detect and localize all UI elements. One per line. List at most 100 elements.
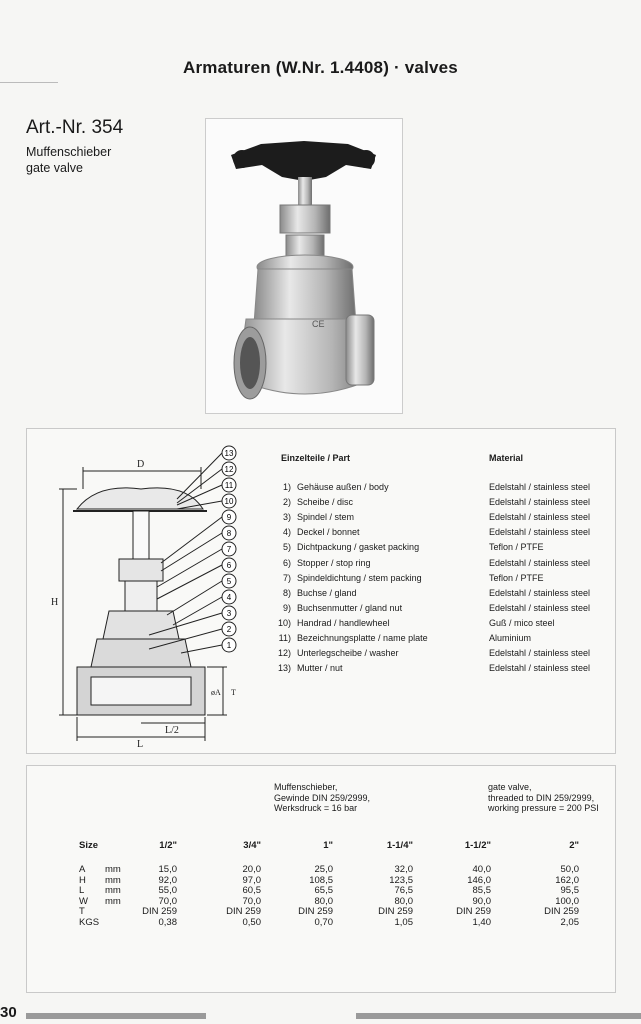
part-material: Edelstahl / stainless steel	[489, 587, 591, 598]
spec-note-de: Muffenschieber,Gewinde DIN 259/2999,Werk…	[274, 782, 371, 813]
size-header: 2"	[569, 840, 579, 851]
spec-value: 70,0	[158, 895, 178, 907]
spec-value: DIN 259	[456, 906, 491, 918]
spec-row-label: KGS	[79, 917, 100, 928]
page-number: 30	[0, 1004, 17, 1021]
spec-value: 0,50	[242, 917, 262, 928]
callout-number: 2	[227, 625, 232, 634]
product-name-en: gate valve	[26, 161, 83, 175]
callout-circle	[221, 461, 237, 477]
spec-value: 40,0	[472, 864, 492, 875]
product-name-de: Muffenschieber	[26, 145, 112, 159]
size-header: 1-1/4"	[386, 840, 413, 851]
footer-bar-left	[26, 1013, 206, 1019]
part-number: 7)	[282, 572, 291, 583]
part-name: Stopper / stop ring	[297, 557, 371, 568]
parts-header-material: Material	[489, 453, 524, 463]
callout-number: 8	[227, 529, 232, 538]
spec-row-label: T	[79, 906, 85, 918]
callout-circle	[221, 493, 237, 509]
spec-value: 55,0	[158, 885, 178, 897]
part-material: Teflon / PTFE	[489, 542, 544, 553]
part-number: 5)	[282, 542, 291, 553]
spec-value: DIN 259	[142, 906, 177, 918]
dim-d-label: D	[137, 459, 144, 470]
spec-value: 85,5	[472, 885, 492, 897]
callout-circle	[221, 525, 237, 541]
part-material: Edelstahl / stainless steel	[489, 663, 591, 674]
spec-row-label: L	[79, 885, 85, 897]
product-photo: CE	[205, 118, 403, 414]
callout-circle	[221, 621, 237, 637]
callout-number: 10	[225, 497, 234, 506]
spec-value: 108,5	[309, 874, 333, 886]
part-number: 1)	[282, 482, 291, 492]
spec-value: 80,0	[394, 895, 414, 907]
part-material: Edelstahl / stainless steel	[489, 527, 591, 538]
part-name: Scheibe / disc	[297, 497, 354, 508]
part-material: Edelstahl / stainless steel	[489, 602, 591, 613]
part-material: Edelstahl / stainless steel	[489, 512, 591, 523]
spec-value: 1,05	[394, 917, 414, 928]
part-material: Edelstahl / stainless steel	[489, 557, 591, 568]
part-name: Buchse / gland	[297, 587, 357, 598]
part-name: Gehäuse außen / body	[297, 482, 389, 492]
part-material: Edelstahl / stainless steel	[489, 482, 591, 492]
part-material: Edelstahl / stainless steel	[489, 648, 591, 659]
callout-circle	[221, 541, 237, 557]
spec-value: 97,0	[242, 874, 262, 886]
dim-l-label: L	[137, 739, 143, 749]
spec-value: 95,5	[560, 885, 580, 897]
part-number: 2)	[282, 497, 291, 508]
spec-value: 65,5	[314, 885, 334, 897]
part-number: 6)	[282, 557, 291, 568]
dim-h-label: H	[51, 597, 58, 608]
callout-circle	[221, 477, 237, 493]
spec-value: DIN 259	[544, 906, 579, 918]
spec-row-unit: mm	[105, 864, 121, 875]
divider	[0, 82, 58, 83]
callout-number: 7	[227, 545, 232, 554]
part-number: 9)	[282, 602, 291, 613]
spec-value: DIN 259	[298, 906, 333, 918]
dim-l-half-label: L/2	[165, 725, 179, 736]
spec-value: 0,38	[158, 917, 178, 928]
part-number: 10)	[277, 617, 291, 628]
callout-circle	[221, 589, 237, 605]
callout-number: 9	[227, 513, 232, 522]
spec-value: 60,5	[242, 885, 262, 897]
spec-row-label: W	[79, 895, 88, 907]
part-number: 11)	[278, 633, 291, 643]
callout-number: 12	[225, 465, 234, 474]
spec-value: 1,40	[472, 917, 492, 928]
part-material: Aluminium	[489, 633, 532, 643]
part-name: Handrad / handlewheel	[297, 617, 390, 628]
part-name: Dichtpackung / gasket packing	[297, 542, 420, 553]
spec-value: 162,0	[555, 874, 579, 886]
part-number: 12)	[277, 648, 291, 659]
callout-number: 5	[227, 577, 232, 586]
callout-circle	[221, 605, 237, 621]
spec-value: 70,0	[242, 895, 262, 907]
part-name: Spindeldichtung / stem packing	[297, 572, 422, 583]
spec-row-unit: mm	[105, 895, 121, 907]
callout-circle	[221, 557, 237, 573]
callout-number: 11	[225, 481, 234, 490]
spec-value: 20,0	[242, 864, 262, 875]
footer-bar-right	[356, 1013, 641, 1019]
callout-circle	[221, 637, 237, 653]
callout-number: 3	[227, 609, 232, 618]
callout-circle	[221, 445, 237, 461]
part-number: 4)	[282, 527, 291, 538]
size-header: 1-1/2"	[464, 840, 491, 851]
spec-value: 80,0	[314, 895, 334, 907]
spec-value: DIN 259	[378, 906, 413, 918]
part-name: Unterlegscheibe / washer	[297, 648, 399, 659]
article-number: Art.-Nr. 354	[26, 117, 124, 138]
callout-circle	[221, 573, 237, 589]
spec-value: 123,5	[389, 874, 413, 886]
spec-value: 15,0	[158, 864, 178, 875]
spec-value: 0,70	[314, 917, 334, 928]
spec-value: 146,0	[467, 874, 491, 886]
spec-value: 90,0	[472, 895, 492, 907]
